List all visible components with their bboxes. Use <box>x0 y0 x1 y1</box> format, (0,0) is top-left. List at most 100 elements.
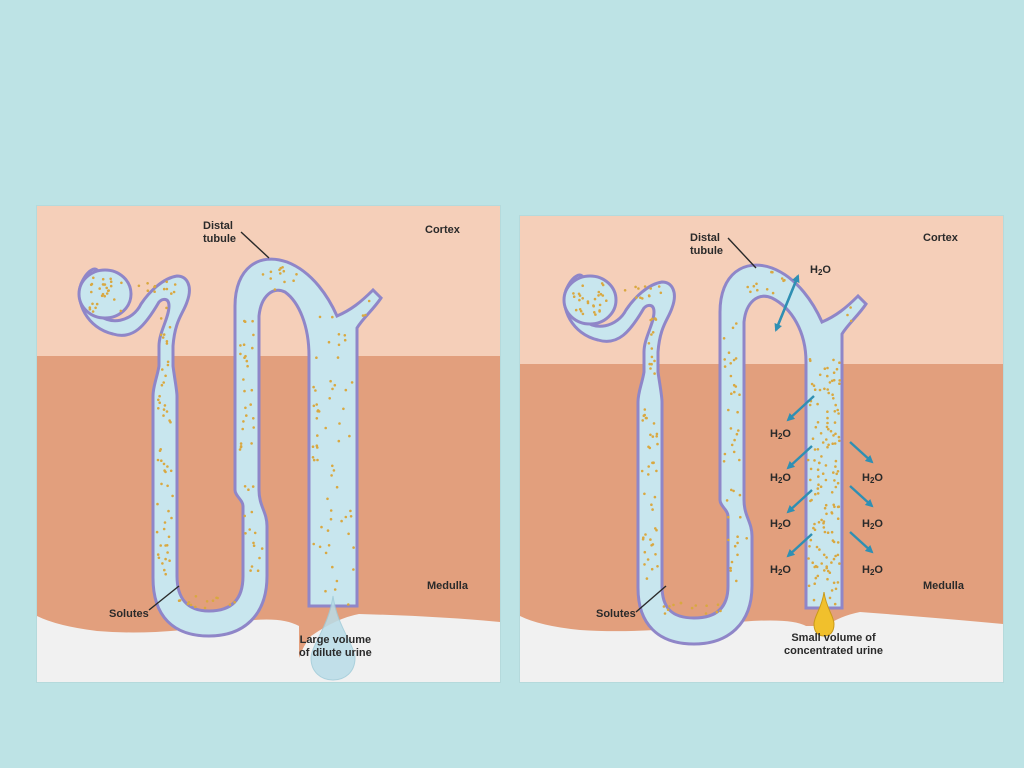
water-arrow-r2 <box>849 485 874 508</box>
solute-dot <box>337 439 341 443</box>
solute-dot <box>825 556 828 559</box>
solute-dot <box>170 292 173 295</box>
solute-dot <box>829 429 833 433</box>
solute-dot <box>813 582 816 585</box>
solute-dot <box>732 489 735 493</box>
solute-dot <box>830 530 834 534</box>
solute-dot <box>162 333 166 336</box>
solute-dot <box>749 290 752 294</box>
solute-dot <box>98 287 101 290</box>
solute-dot <box>251 485 255 488</box>
solute-dot <box>352 568 355 571</box>
solute-dot <box>349 509 352 513</box>
solute-dot <box>330 474 333 477</box>
solute-dot <box>808 545 811 548</box>
solute-dot <box>572 292 575 295</box>
solute-dot <box>656 442 659 446</box>
solute-dot <box>242 343 246 346</box>
distal-leader-line <box>240 231 270 259</box>
solute-dot <box>810 382 814 386</box>
solute-dot <box>816 448 820 451</box>
solute-dot <box>716 603 720 606</box>
solute-dot <box>649 538 652 541</box>
solute-dot <box>157 398 160 402</box>
solute-dot <box>342 407 345 411</box>
solute-dot <box>729 374 733 378</box>
solute-dot <box>166 363 170 367</box>
solute-dot <box>283 280 286 284</box>
solute-dot <box>723 365 727 368</box>
water-arrow-r3 <box>849 531 874 554</box>
solute-dot <box>109 280 113 283</box>
solute-dot <box>807 557 810 560</box>
solute-dot <box>242 420 245 423</box>
solute-dot <box>295 273 298 276</box>
solute-dot <box>832 471 835 474</box>
solute-dot <box>818 548 821 551</box>
dilute-urine-label: Large volume of dilute urine <box>299 634 372 659</box>
solute-dot <box>327 544 331 547</box>
solute-dot <box>318 545 322 549</box>
solute-dot <box>722 460 726 463</box>
solute-dot <box>162 381 165 384</box>
solute-dot <box>107 289 110 292</box>
solute-dot <box>735 432 739 436</box>
solute-dot <box>324 589 327 593</box>
solute-dot <box>816 487 820 490</box>
solute-dot <box>648 362 651 366</box>
solute-dot <box>581 312 585 316</box>
solute-dot <box>659 291 663 295</box>
solute-dot <box>722 337 726 340</box>
solute-dot <box>820 562 823 565</box>
solute-dot <box>252 426 255 429</box>
solute-dot <box>258 556 261 560</box>
solute-dot <box>827 443 830 447</box>
solute-dot <box>729 362 732 365</box>
solute-dot <box>598 303 602 307</box>
solute-dot <box>812 526 815 530</box>
solute-dot <box>652 422 656 425</box>
solute-dot <box>244 406 247 410</box>
solute-dot <box>654 317 657 320</box>
solute-dot <box>251 346 254 350</box>
solute-dot <box>597 290 601 294</box>
solute-dot <box>737 429 740 432</box>
solute-dot <box>94 306 97 310</box>
solute-dot <box>655 469 658 473</box>
solute-dot <box>826 445 829 449</box>
solute-dot <box>826 569 830 573</box>
solute-dot <box>642 536 645 539</box>
solute-dot <box>643 550 647 554</box>
solute-dot <box>831 393 834 396</box>
solute-dot <box>647 342 651 345</box>
solute-dot <box>832 434 835 437</box>
water-arrow-l3 <box>786 489 813 514</box>
solute-dot <box>167 535 171 539</box>
solute-dot <box>239 445 243 448</box>
solute-dot <box>649 287 652 290</box>
solute-dot <box>340 519 343 523</box>
concentrated-urine-diagram <box>520 216 1003 682</box>
concentrated-urine-label: Small volume of concentrated urine <box>784 632 884 657</box>
solute-dot <box>729 569 732 572</box>
solute-dot <box>90 290 93 294</box>
solute-dot <box>825 425 829 429</box>
solute-dot <box>164 470 167 474</box>
solute-dot <box>166 484 169 488</box>
solute-dot <box>653 359 656 363</box>
solute-dot <box>101 277 105 281</box>
solute-dot <box>812 384 816 387</box>
solute-dot <box>641 419 644 422</box>
solute-dot <box>809 538 813 542</box>
solute-dot <box>168 325 172 329</box>
solute-dot <box>832 397 835 400</box>
solute-dot <box>657 285 661 288</box>
solute-dot <box>828 596 832 600</box>
solute-dot <box>640 469 644 473</box>
solute-dot <box>836 505 840 509</box>
solute-dot <box>643 492 646 496</box>
solute-dot <box>329 509 333 512</box>
solute-dot <box>730 392 733 395</box>
solute-dot <box>159 317 163 320</box>
solute-dot <box>656 565 659 568</box>
